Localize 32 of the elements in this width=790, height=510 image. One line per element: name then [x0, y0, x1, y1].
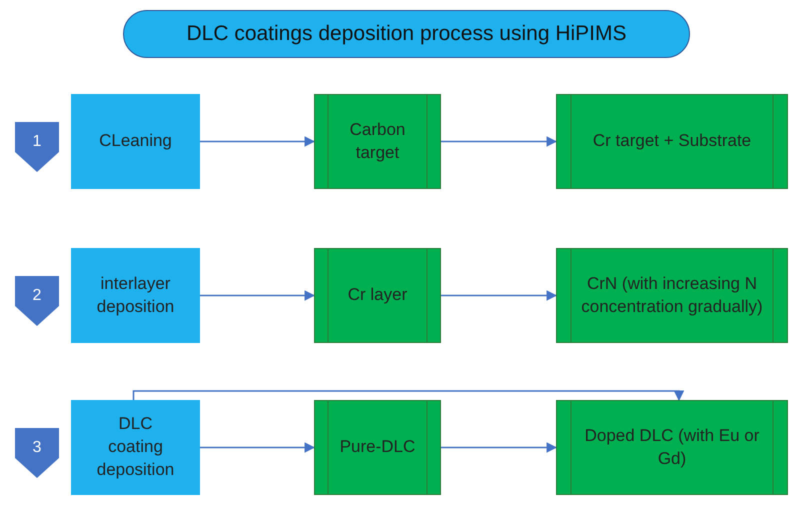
- step-label: Carbon target: [348, 118, 406, 164]
- step-number: 3: [32, 438, 42, 458]
- step-label: Cr layer: [346, 284, 408, 306]
- arrow: [132, 390, 684, 402]
- step-box: [71, 248, 200, 343]
- process-box: [314, 94, 441, 189]
- process-box: [314, 248, 441, 343]
- process-box: [556, 94, 788, 189]
- process-box: [314, 400, 441, 495]
- step-label: CrN (with increasing N concentration gradually): [580, 272, 764, 318]
- step-box: [71, 400, 200, 495]
- step-number: 2: [32, 286, 42, 306]
- step-label: Cr target + Substrate: [592, 130, 752, 152]
- step-label: CLeaning: [98, 130, 173, 152]
- step-label: Doped DLC (with Eu or Gd): [584, 424, 760, 470]
- step-label: DLC coating deposition: [96, 413, 176, 481]
- arrow: [200, 442, 316, 453]
- arrow: [441, 290, 558, 301]
- arrow: [200, 290, 316, 301]
- arrow: [441, 136, 558, 147]
- step-box: [71, 94, 200, 189]
- step-label: Pure-DLC: [338, 436, 416, 458]
- step-label: interlayer deposition: [96, 272, 176, 318]
- arrow: [200, 136, 316, 147]
- step-chevron: [15, 428, 59, 478]
- step-chevron: [15, 276, 59, 326]
- process-box: [556, 400, 788, 495]
- arrow: [441, 442, 558, 453]
- title-banner: DLC coatings deposition process using HiPIMS: [123, 10, 690, 58]
- step-chevron: [15, 122, 59, 172]
- step-number: 1: [32, 132, 42, 152]
- process-box: [556, 248, 788, 343]
